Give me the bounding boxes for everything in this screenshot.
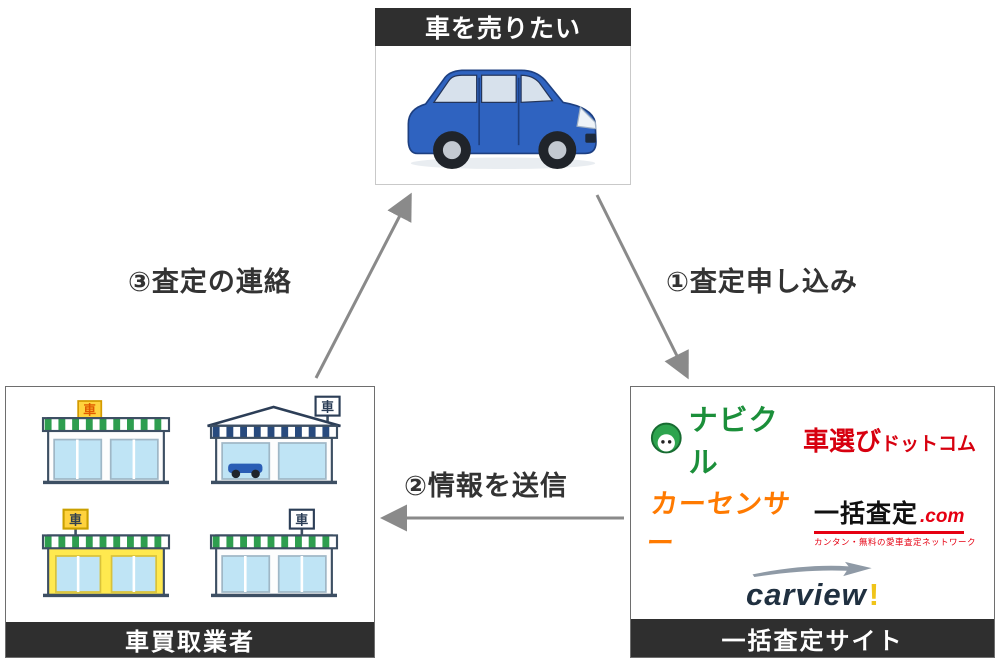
carview-logo: carview ! (746, 561, 879, 613)
sites-box-label: 一括査定サイト (631, 619, 994, 657)
store-sign-text: 車 (83, 403, 96, 418)
carview-logo-text: carview (745, 576, 867, 612)
store-sign-text: 車 (321, 399, 334, 414)
carview-logo-mark: ! (868, 576, 880, 612)
ikkatsu-logo-tagline: カンタン・無料の愛車査定ネットワーク (813, 536, 976, 547)
store-illustration-3: 車 (30, 508, 182, 619)
carview-arrow-icon (752, 561, 872, 577)
ikkatsu-logo-tld: .com (920, 505, 965, 527)
car-image-frame (375, 46, 631, 185)
step1-label: ①査定申し込み (666, 267, 858, 297)
store-illustration-4: 車 (198, 508, 350, 619)
carsensor-logo: カーセンサー (645, 488, 793, 558)
step2-label: ②情報を送信 (404, 471, 568, 501)
store-illustration-1: 車 (30, 395, 182, 506)
navikuru-logo: ナビクル (649, 397, 803, 481)
kurumaerabi-logo-main: 車選び (802, 425, 881, 456)
seller-box-title: 車を売りたい (375, 8, 631, 46)
arrow-step3 (314, 192, 412, 379)
store-illustration-2: 車 (198, 395, 350, 506)
ikkatsu-logo-main: 一括査定 (813, 499, 918, 528)
kurumaerabi-logo-sub: ドットコム (880, 433, 976, 455)
store-sign-text: 車 (295, 513, 308, 528)
car-illustration-icon (407, 69, 597, 170)
step3-label: ③査定の連絡 (128, 267, 292, 297)
seller-box: 車を売りたい (375, 8, 631, 186)
ikkatsu-satei-logo: 一括査定 .com カンタン・無料の愛車査定ネットワーク (813, 494, 976, 548)
buyers-box-label: 車買取業者 (6, 621, 374, 657)
sites-box: ナビクル 車選びドットコム カーセンサー 一括査定 .com カンタン・無料の愛… (630, 386, 995, 658)
navikuru-mascot-icon (650, 423, 682, 454)
buyers-box: 車 車 (5, 386, 375, 658)
store-sign-text: 車 (69, 513, 82, 528)
navikuru-logo-text: ナビクル (688, 405, 779, 480)
logo-area: ナビクル 車選びドットコム カーセンサー 一括査定 .com カンタン・無料の愛… (631, 387, 994, 619)
store-grid: 車 車 (6, 387, 374, 622)
kurumaerabi-logo: 車選びドットコム (803, 421, 976, 458)
